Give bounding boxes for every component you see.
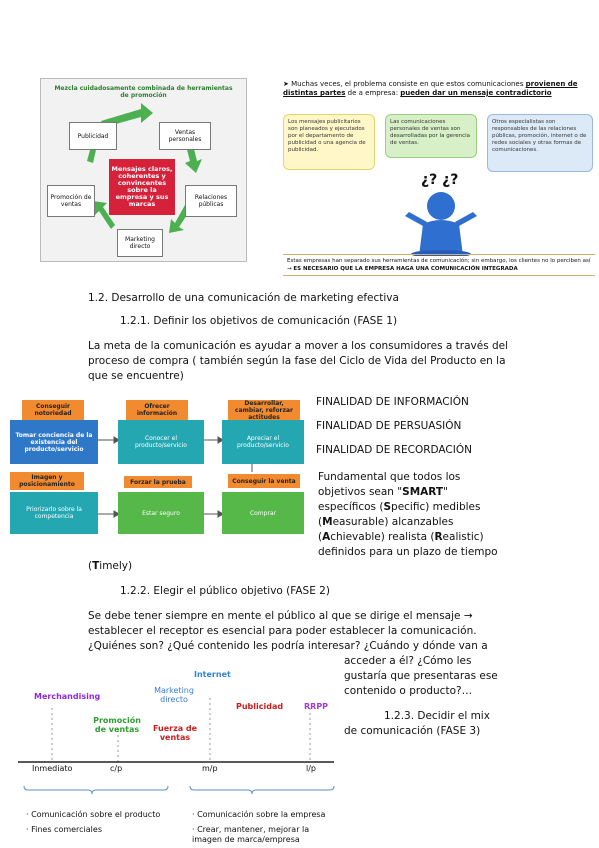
para2-line3: ¿Quiénes son? ¿Qué contenido les podría … xyxy=(88,640,488,652)
finalidad-recordacion: FINALIDAD DE RECORDACIÓN xyxy=(316,444,472,456)
smart-paragraph: Fundamental que todos los objetivos sean… xyxy=(318,471,498,558)
fig2-footer: Estas empresas han separado sus herramie… xyxy=(283,254,595,276)
box-estar-seguro: Estar seguro xyxy=(118,492,204,534)
label-merchandising: Merchandising xyxy=(34,692,101,701)
label-promocion: Promoción de ventas xyxy=(93,716,141,734)
promotion-mix-figure: Mezcla cuidadosamente combinada de herra… xyxy=(40,78,247,262)
box-promocion-ventas: Promoción de ventas xyxy=(47,185,95,217)
box-apreciar: Apreciar el producto/servicio xyxy=(222,420,304,464)
question-marks: ¿? ¿? xyxy=(421,172,459,188)
figure-header: Mezcla cuidadosamente combinada de herra… xyxy=(54,85,233,99)
bubble-publicidad: Los mensajes publicitarios son planeados… xyxy=(283,114,375,170)
para2-line6: contenido o producto?… xyxy=(344,685,473,697)
box-ventas-personales: Ventas personales xyxy=(159,122,211,150)
box-comprar: Comprar xyxy=(222,492,304,534)
orange-actitudes: Desarrollar, cambiar, reforzar actitudes xyxy=(228,400,300,421)
axis-lp: l/p xyxy=(306,764,316,773)
section-1-2-title: 1.2. Desarrollo de una comunicación de m… xyxy=(88,292,399,304)
timeline-lines xyxy=(18,698,335,795)
box-priorizarlo: Priorizarlo sobre la competencia xyxy=(10,492,98,534)
smart-timely: (Timely) xyxy=(88,560,133,572)
para2-line5: gustaría que presentaras ese xyxy=(344,670,498,682)
section-1-2-1-title: 1.2.1. Definir los objetivos de comunica… xyxy=(120,315,398,327)
purchase-process-diagram: Conseguir notoriedad Ofrecer información… xyxy=(0,398,310,558)
orange-informacion: Ofrecer información xyxy=(126,400,188,420)
communication-timeline: Merchandising Promoción de ventas Market… xyxy=(14,668,338,848)
section-1-2-3-title-b: de comunicación (FASE 3) xyxy=(344,725,481,737)
para2-line4: acceder a él? ¿Cómo les xyxy=(344,655,472,667)
bubble-otros: Otros especialistas son responsables de … xyxy=(487,114,593,172)
box-tomar-conciencia: Tomar conciencia de la existencia del pr… xyxy=(10,420,98,464)
note-fines: · Fines comerciales xyxy=(26,825,102,834)
axis-mp: m/p xyxy=(202,764,218,773)
section-1-2-3-title-a: 1.2.3. Decidir el mix xyxy=(384,710,490,722)
box-marketing-directo: Marketing directo xyxy=(117,229,163,257)
para2-line1: Se debe tener siempre en mente el públic… xyxy=(88,610,473,622)
integrated-communication-figure: ➤ Muchas veces, el problema consiste en … xyxy=(283,80,598,276)
finalidad-persuasion: FINALIDAD DE PERSUASIÓN xyxy=(316,420,462,432)
note-empresa: · Comunicación sobre la empresa xyxy=(192,810,326,819)
box-publicidad: Publicidad xyxy=(69,122,117,150)
central-message: Mensajes claros, coherentes y convincent… xyxy=(109,159,175,215)
orange-venta: Conseguir la venta xyxy=(228,474,300,488)
paragraph-meta: La meta de la comunicación es ayudar a m… xyxy=(88,340,509,382)
flow-arrows xyxy=(98,436,253,518)
label-internet: Internet xyxy=(194,670,231,679)
fig2-intro: ➤ Muchas veces, el problema consiste en … xyxy=(283,80,578,97)
section-1-2-2-title: 1.2.2. Elegir el público objetivo (FASE … xyxy=(120,585,330,597)
axis-cp: c/p xyxy=(110,764,123,773)
orange-prueba: Forzar la prueba xyxy=(124,476,192,488)
label-rrpp: RRPP xyxy=(304,702,329,711)
bubble-ventas: Las comunicaciones personales de ventas … xyxy=(385,114,477,158)
finalidad-informacion: FINALIDAD DE INFORMACIÓN xyxy=(316,396,469,408)
para2-line2: establecer el receptor es esencial para … xyxy=(88,625,477,637)
orange-imagen: Imagen y posicionamiento xyxy=(10,472,84,490)
axis-inmediato: Inmediato xyxy=(32,764,73,773)
label-marketing-directo: Marketing directo xyxy=(154,686,194,704)
label-publicidad: Publicidad xyxy=(236,702,284,711)
note-producto: · Comunicación sobre el producto xyxy=(26,810,161,819)
label-fuerza-ventas: Fuerza de ventas xyxy=(152,724,198,742)
box-relaciones-publicas: Relaciones públicas xyxy=(185,185,237,217)
note-imagen: · Crear, mantener, mejorar la imagen de … xyxy=(192,825,310,844)
box-conocer: Conocer el producto/servicio xyxy=(118,420,204,464)
orange-notoriedad: Conseguir notoriedad xyxy=(22,400,84,420)
